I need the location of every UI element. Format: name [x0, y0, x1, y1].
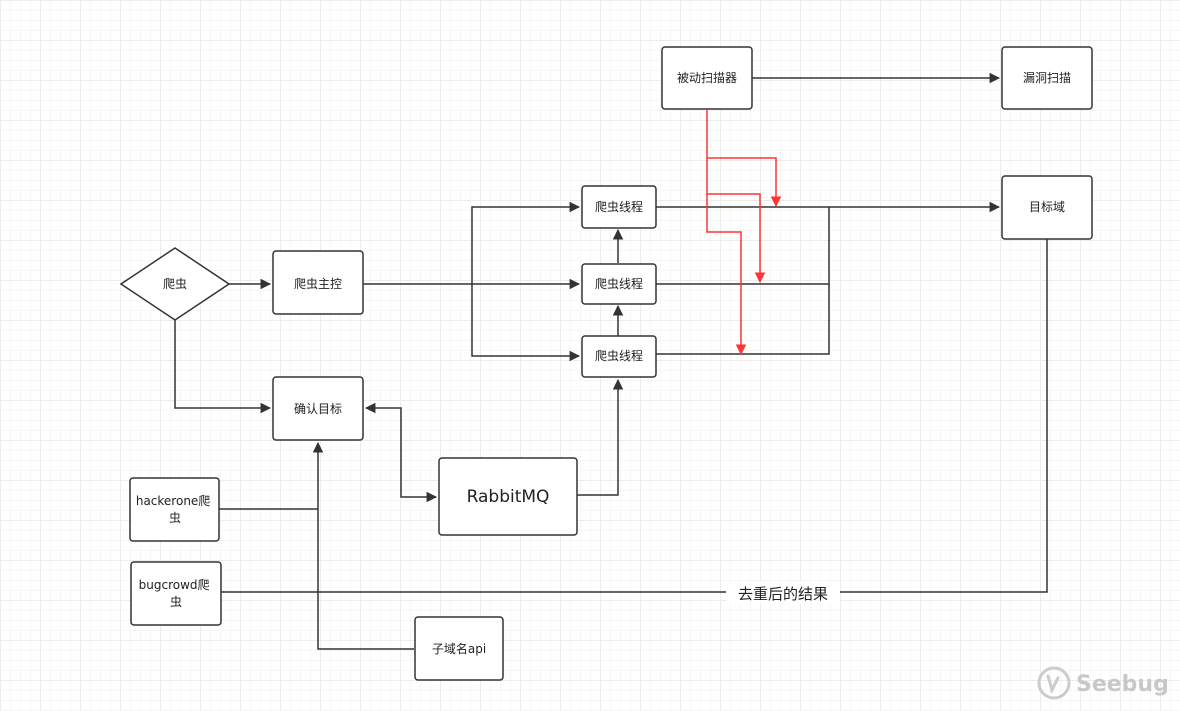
- node-confirm-target-label: 确认目标: [294, 402, 342, 416]
- node-subdomain-api-label: 子域名api: [432, 641, 486, 656]
- node-passive-scanner[interactable]: 被动扫描器: [661, 46, 753, 110]
- node-spider-thread-2[interactable]: 爬虫线程: [581, 263, 657, 305]
- node-target-domain[interactable]: 目标域: [1001, 175, 1093, 240]
- edge-scanner-red-1: [706, 110, 782, 208]
- edge-master-to-thread-3: [471, 284, 581, 362]
- node-vuln-scan[interactable]: 漏洞扫描: [1001, 46, 1093, 110]
- node-vuln-scan-label: 漏洞扫描: [1023, 71, 1071, 85]
- node-spider-thread-1[interactable]: 爬虫线程: [581, 185, 657, 229]
- edge-label-dedup-text: 去重后的结果: [738, 585, 828, 603]
- node-rabbitmq-label: RabbitMQ: [467, 487, 550, 507]
- edge-subdomain-to-confirm: [312, 441, 414, 650]
- seebug-logo-icon: [1037, 666, 1071, 700]
- node-bugcrowd-spider-label: bugcrowd爬 虫: [139, 578, 214, 609]
- seebug-watermark-text: Seebug: [1076, 672, 1169, 697]
- node-subdomain-api[interactable]: 子域名api: [414, 616, 504, 681]
- node-spider-thread-3[interactable]: 爬虫线程: [581, 335, 657, 378]
- node-spider-label: 爬虫: [163, 277, 187, 291]
- edge-target-domain-dedup: [221, 239, 1048, 593]
- node-hackerone-spider-label: hackerone爬 虫: [136, 494, 214, 525]
- node-rabbitmq[interactable]: RabbitMQ: [438, 457, 578, 536]
- node-bugcrowd-spider-line2: 虫: [170, 595, 182, 609]
- node-spider[interactable]: 爬虫: [119, 247, 231, 321]
- node-spider-thread-1-label: 爬虫线程: [595, 199, 643, 214]
- node-spider-master[interactable]: 爬虫主控: [272, 250, 364, 315]
- node-hackerone-spider-line2: 虫: [169, 511, 181, 525]
- node-bugcrowd-spider-line1: bugcrowd爬: [139, 578, 210, 592]
- edge-confirm-rabbitmq: [364, 402, 438, 503]
- edge-scanner-red-3: [706, 194, 747, 356]
- node-bugcrowd-spider[interactable]: bugcrowd爬 虫: [130, 561, 222, 626]
- edge-scanner-red-2: [706, 158, 766, 284]
- node-spider-master-label: 爬虫主控: [294, 277, 342, 291]
- edge-master-to-thread-1: [471, 201, 581, 284]
- node-confirm-target[interactable]: 确认目标: [272, 376, 364, 441]
- node-passive-scanner-label: 被动扫描器: [677, 71, 737, 85]
- edge-thread-3-merge: [656, 284, 830, 355]
- seebug-watermark: Seebug: [1037, 666, 1169, 700]
- node-spider-thread-2-label: 爬虫线程: [595, 276, 643, 291]
- node-hackerone-spider[interactable]: hackerone爬 虫: [129, 477, 220, 542]
- edge-rabbitmq-to-thread-3: [577, 378, 624, 496]
- edge-spider-to-confirm: [174, 320, 272, 414]
- node-target-domain-label: 目标域: [1029, 200, 1065, 214]
- node-spider-thread-3-label: 爬虫线程: [595, 348, 643, 363]
- edge-thread-2-merge: [656, 207, 830, 285]
- edge-label-dedup: 去重后的结果: [726, 582, 840, 604]
- node-hackerone-spider-line1: hackerone爬: [136, 494, 210, 508]
